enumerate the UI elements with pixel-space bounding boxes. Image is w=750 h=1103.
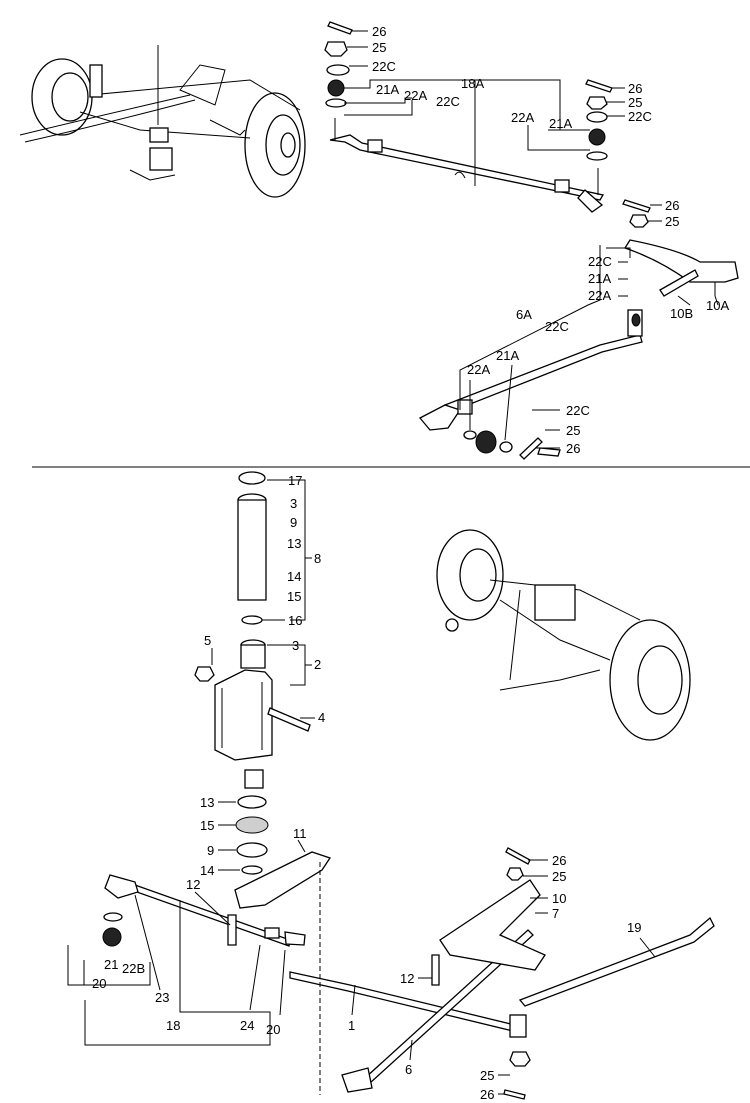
label-22Ca: 22C bbox=[372, 59, 396, 74]
hardware-stack-left bbox=[324, 21, 353, 108]
label-6: 6 bbox=[405, 1062, 412, 1077]
label-22Cf: 22C bbox=[566, 403, 590, 418]
label-22Aa: 22A bbox=[404, 88, 427, 103]
idler-arm-parts bbox=[194, 471, 332, 909]
label-22Ce: 22C bbox=[545, 319, 569, 334]
label-4: 4 bbox=[318, 710, 325, 725]
center-link-and-tie-rods bbox=[102, 847, 715, 1093]
label-8: 8 bbox=[314, 551, 321, 566]
hardware-stack-right bbox=[585, 79, 613, 161]
label-11: 11 bbox=[293, 826, 307, 841]
label-3a: 3 bbox=[290, 496, 297, 511]
label-26e: 26 bbox=[552, 853, 566, 868]
label-22Cd: 22C bbox=[588, 254, 612, 269]
front-axle-overview-illustration bbox=[19, 45, 306, 198]
label-12b: 12 bbox=[400, 971, 414, 986]
label-1: 1 bbox=[348, 1018, 355, 1033]
label-2: 2 bbox=[314, 657, 321, 672]
label-7: 7 bbox=[552, 906, 559, 921]
label-21Ad: 21A bbox=[496, 348, 519, 363]
label-13b: 13 bbox=[200, 795, 214, 810]
label-21: 21 bbox=[104, 957, 118, 972]
part-number-labels: 26 25 22C 18A 21A 22A 22C 26 25 22C 22A … bbox=[92, 24, 729, 1102]
label-25f: 25 bbox=[480, 1068, 494, 1083]
label-23: 23 bbox=[155, 990, 169, 1005]
label-12a: 12 bbox=[186, 877, 200, 892]
label-26a: 26 bbox=[372, 24, 386, 39]
label-13a: 13 bbox=[287, 536, 301, 551]
rear-axle-overview-illustration bbox=[436, 529, 691, 741]
label-15b: 15 bbox=[200, 818, 214, 833]
label-17: 17 bbox=[288, 473, 302, 488]
label-25b: 25 bbox=[628, 95, 642, 110]
steering-arm-10A bbox=[622, 199, 739, 297]
label-26f: 26 bbox=[480, 1087, 494, 1102]
label-15a: 15 bbox=[287, 589, 301, 604]
label-10A: 10A bbox=[706, 298, 729, 313]
label-22B: 22B bbox=[122, 961, 145, 976]
label-25a: 25 bbox=[372, 40, 386, 55]
label-10B: 10B bbox=[670, 306, 693, 321]
label-26d: 26 bbox=[566, 441, 580, 456]
label-21Ac: 21A bbox=[588, 271, 611, 286]
label-26c: 26 bbox=[665, 198, 679, 213]
label-25c: 25 bbox=[665, 214, 679, 229]
label-21Aa: 21A bbox=[376, 82, 399, 97]
label-14a: 14 bbox=[287, 569, 301, 584]
label-22Ab: 22A bbox=[511, 110, 534, 125]
label-21Ab: 21A bbox=[549, 116, 572, 131]
drag-link-6A bbox=[418, 309, 643, 460]
label-20b: 20 bbox=[266, 1022, 280, 1037]
label-22Cc: 22C bbox=[628, 109, 652, 124]
label-6A: 6A bbox=[516, 307, 532, 322]
label-14b: 14 bbox=[200, 863, 214, 878]
label-18: 18 bbox=[166, 1018, 180, 1033]
label-3b: 3 bbox=[292, 638, 299, 653]
label-24: 24 bbox=[240, 1018, 254, 1033]
label-9b: 9 bbox=[207, 843, 214, 858]
label-22Ac: 22A bbox=[588, 288, 611, 303]
label-5: 5 bbox=[204, 633, 211, 648]
label-26b: 26 bbox=[628, 81, 642, 96]
label-19: 19 bbox=[627, 920, 641, 935]
label-25d: 25 bbox=[566, 423, 580, 438]
label-22Ad: 22A bbox=[467, 362, 490, 377]
leader-lines bbox=[67, 30, 719, 1100]
label-25e: 25 bbox=[552, 869, 566, 884]
label-16: 16 bbox=[288, 613, 302, 628]
label-9a: 9 bbox=[290, 515, 297, 530]
label-20a: 20 bbox=[92, 976, 106, 991]
label-18A: 18A bbox=[461, 76, 484, 91]
tie-rod-assembly-18A bbox=[329, 118, 605, 213]
label-22Cb: 22C bbox=[436, 94, 460, 109]
label-10: 10 bbox=[552, 891, 566, 906]
